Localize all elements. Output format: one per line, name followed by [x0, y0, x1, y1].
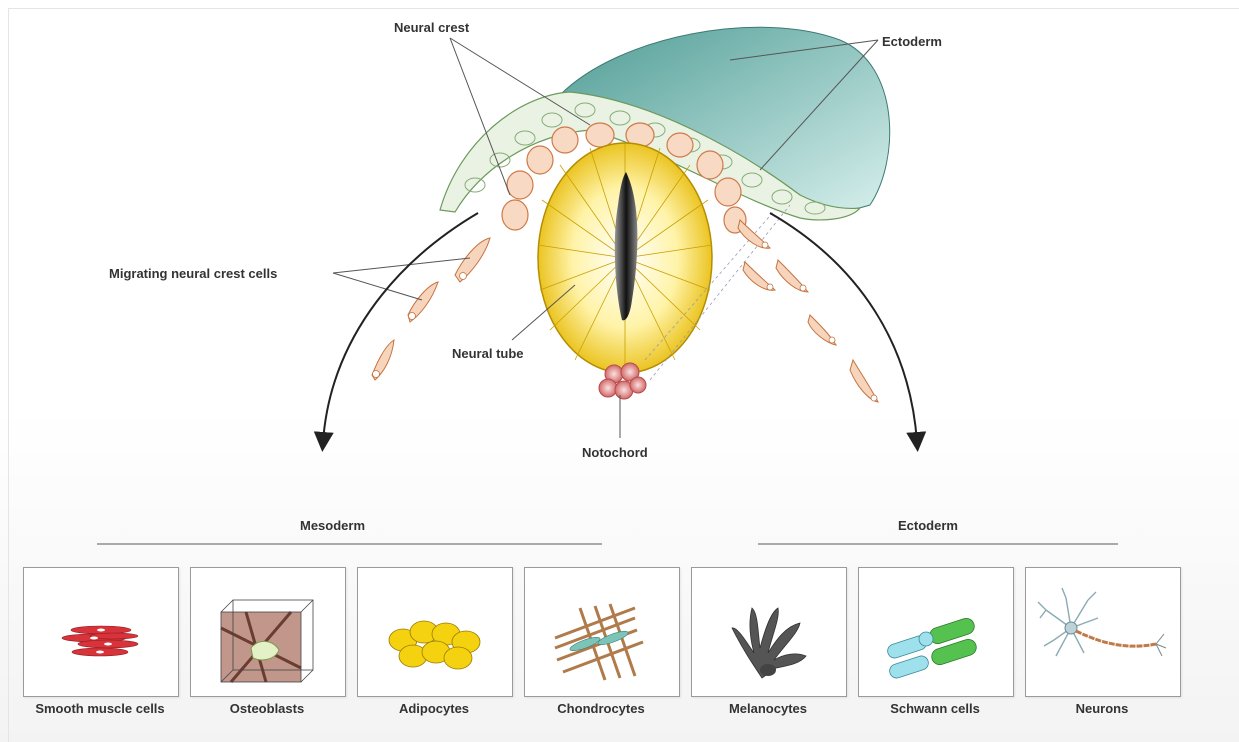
panel-adipocytes — [357, 567, 513, 697]
panel-schwann-cells — [858, 567, 1014, 697]
panel-neurons — [1025, 567, 1181, 697]
label-melanocytes: Melanocytes — [683, 701, 853, 716]
chondrocyte-icon — [525, 568, 679, 696]
group-title-mesoderm: Mesoderm — [300, 518, 365, 533]
right-curved-arrow — [770, 213, 917, 442]
neuron-icon — [1026, 568, 1180, 696]
panel-osteoblasts — [190, 567, 346, 697]
label-chondrocytes: Chondrocytes — [516, 701, 686, 716]
label-neural-crest: Neural crest — [394, 20, 469, 35]
panel-chondrocytes — [524, 567, 680, 697]
label-schwann-cells: Schwann cells — [850, 701, 1020, 716]
adipocyte-icon — [358, 568, 512, 696]
label-ectoderm: Ectoderm — [882, 34, 942, 49]
group-title-ectoderm: Ectoderm — [898, 518, 958, 533]
label-notochord: Notochord — [582, 445, 648, 460]
melanocyte-icon — [692, 568, 846, 696]
panel-melanocytes — [691, 567, 847, 697]
panel-smooth-muscle-cells — [23, 567, 179, 697]
label-smooth-muscle-cells: Smooth muscle cells — [15, 701, 185, 716]
label-adipocytes: Adipocytes — [349, 701, 519, 716]
label-migrating-neural-crest-cells: Migrating neural crest cells — [109, 266, 277, 281]
label-neurons: Neurons — [1017, 701, 1187, 716]
osteoblast-icon — [191, 568, 345, 696]
schwann-cell-icon — [859, 568, 1013, 696]
label-neural-tube: Neural tube — [452, 346, 524, 361]
smooth-muscle-icon — [24, 568, 178, 696]
left-curved-arrow — [323, 213, 478, 442]
label-osteoblasts: Osteoblasts — [182, 701, 352, 716]
